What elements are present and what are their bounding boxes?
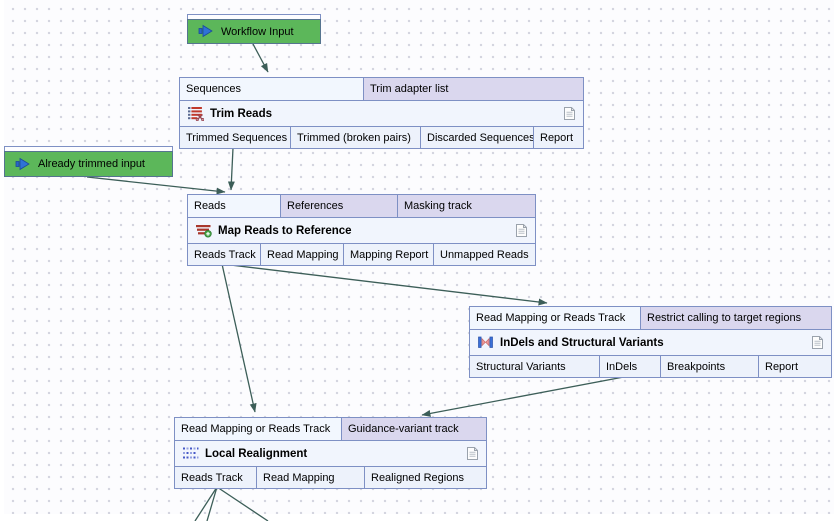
node-title-bar[interactable]: Local Realignment [175, 441, 486, 467]
edge-workflowinput-to-trim[interactable] [252, 43, 269, 73]
local-realignment-icon [182, 446, 199, 461]
input-arrow-icon [15, 157, 32, 172]
output-port-read-mapping[interactable]: Read Mapping [257, 467, 365, 488]
already-trimmed-input-element[interactable]: Already trimmed input [4, 151, 173, 177]
output-port-structural-variants[interactable]: Structural Variants [470, 356, 600, 377]
edge-localrealignment-down-3[interactable] [216, 486, 269, 521]
input-port-references[interactable]: References [281, 195, 398, 217]
node-local-realignment[interactable]: Read Mapping or Reads Track Guidance-var… [174, 417, 487, 489]
input-port-restrict-calling-target-regions[interactable]: Restrict calling to target regions [641, 307, 831, 329]
map-reads-icon [195, 223, 212, 238]
report-document-icon [811, 335, 824, 350]
output-port-realigned-regions[interactable]: Realigned Regions [365, 467, 486, 488]
edge-trim-to-map[interactable] [227, 147, 235, 191]
output-port-unmapped-reads[interactable]: Unmapped Reads [434, 244, 535, 265]
workflow-input-label: Workflow Input [221, 25, 294, 38]
output-port-discarded-sequences[interactable]: Discarded Sequences [421, 127, 534, 148]
input-port-trim-adapter-list[interactable]: Trim adapter list [364, 78, 583, 100]
node-title: Map Reads to Reference [218, 224, 352, 237]
node-title: InDels and Structural Variants [500, 336, 664, 349]
output-port-report[interactable]: Report [534, 127, 583, 148]
edge-alreadytrimmed-to-map[interactable] [86, 176, 226, 195]
trim-reads-icon [187, 106, 204, 121]
already-trimmed-input-label: Already trimmed input [38, 158, 145, 170]
node-title: Local Realignment [205, 447, 308, 460]
node-map-reads-to-reference[interactable]: Reads References Masking track Map Reads… [187, 194, 536, 266]
output-port-trimmed-broken-pairs[interactable]: Trimmed (broken pairs) [291, 127, 421, 148]
node-title: Trim Reads [210, 107, 272, 120]
input-port-read-mapping-or-reads-track[interactable]: Read Mapping or Reads Track [470, 307, 641, 329]
workflow-input-element[interactable]: Workflow Input [187, 19, 321, 44]
input-port-reads[interactable]: Reads [188, 195, 281, 217]
report-document-icon [563, 106, 576, 121]
output-port-reads-track[interactable]: Reads Track [175, 467, 257, 488]
input-arrow-icon [198, 24, 215, 39]
output-port-reads-track[interactable]: Reads Track [188, 244, 261, 265]
input-port-masking-track[interactable]: Masking track [398, 195, 535, 217]
edge-indels-to-localrealignment[interactable] [421, 375, 630, 417]
report-document-icon [466, 446, 479, 461]
output-port-mapping-report[interactable]: Mapping Report [344, 244, 434, 265]
input-port-guidance-variant-track[interactable]: Guidance-variant track [342, 418, 486, 440]
node-title-bar[interactable]: InDels and Structural Variants [470, 330, 831, 356]
output-port-breakpoints[interactable]: Breakpoints [661, 356, 759, 377]
edge-map-to-localrealignment[interactable] [221, 263, 257, 413]
output-port-report[interactable]: Report [759, 356, 831, 377]
input-port-read-mapping-or-reads-track[interactable]: Read Mapping or Reads Track [175, 418, 342, 440]
output-port-read-mapping[interactable]: Read Mapping [261, 244, 344, 265]
edge-map-to-indels[interactable] [221, 263, 548, 306]
output-port-indels[interactable]: InDels [600, 356, 661, 377]
edge-localrealignment-down-1[interactable] [194, 486, 218, 521]
indels-icon [477, 335, 494, 350]
node-indels-structural-variants[interactable]: Read Mapping or Reads Track Restrict cal… [469, 306, 832, 378]
node-trim-reads[interactable]: Sequences Trim adapter list Trim Reads [179, 77, 584, 149]
input-port-sequences[interactable]: Sequences [180, 78, 364, 100]
node-title-bar[interactable]: Trim Reads [180, 101, 583, 127]
edge-localrealignment-down-2[interactable] [206, 486, 218, 521]
report-document-icon [515, 223, 528, 238]
node-title-bar[interactable]: Map Reads to Reference [188, 218, 535, 244]
output-port-trimmed-sequences[interactable]: Trimmed Sequences [180, 127, 291, 148]
